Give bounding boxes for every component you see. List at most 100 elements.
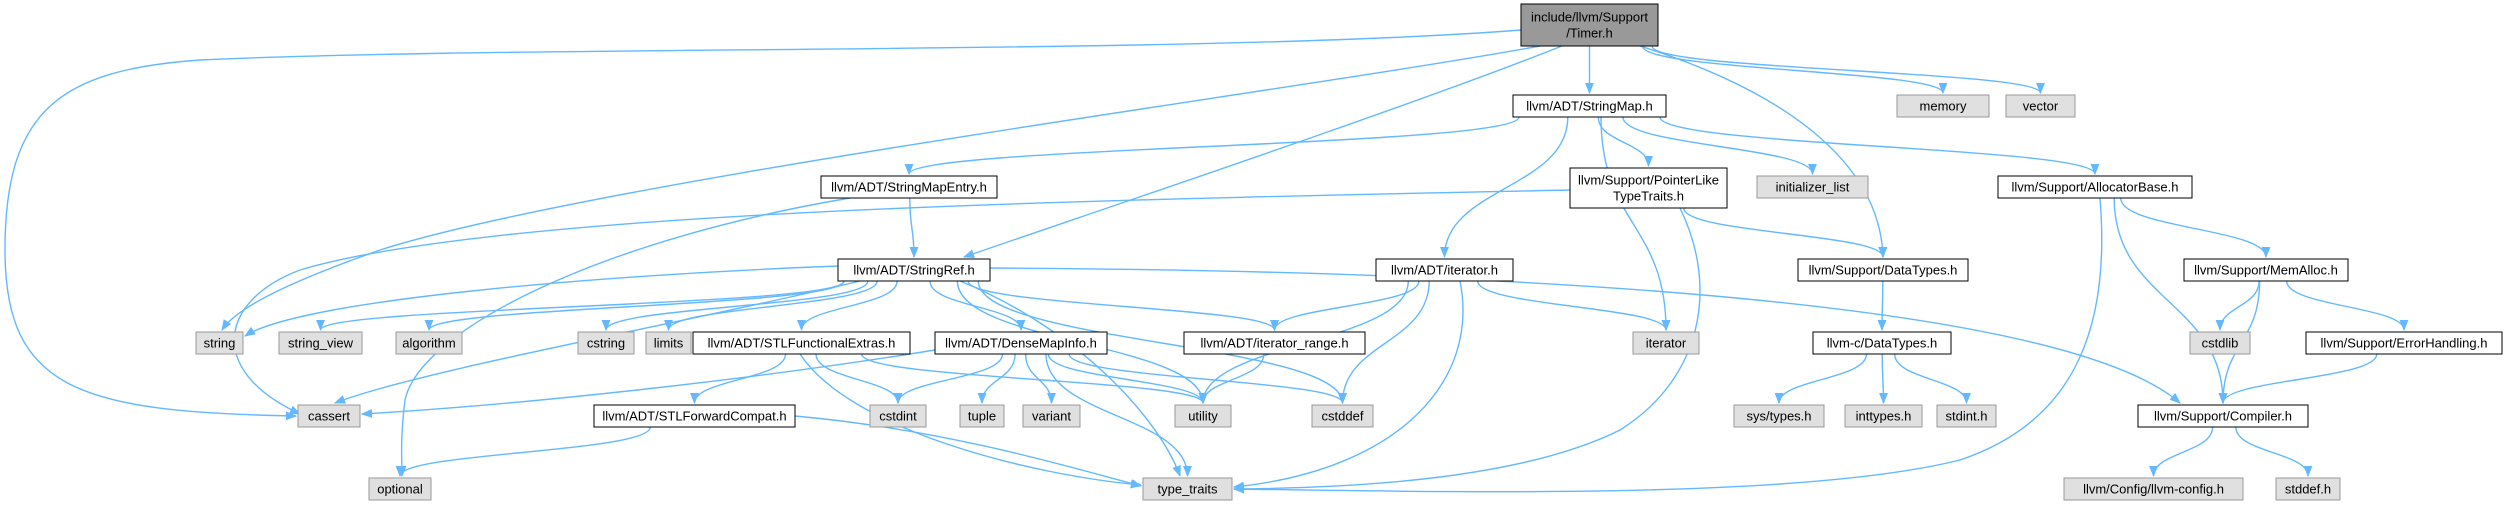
node-cstdlib: cstdlib — [2189, 331, 2251, 355]
edge-stringref-to-stlfunc — [797, 280, 898, 332]
node-label-memalloc: llvm/Support/MemAlloc.h — [2194, 263, 2338, 278]
node-box-stlfwd — [593, 404, 796, 428]
node-label-pointerlike-2: TypeTraits.h — [1613, 189, 1684, 204]
node-label-timer-1: include/llvm/Support — [1531, 10, 1648, 25]
edge-allocbase-to-compiler — [2113, 197, 2228, 405]
node-box-iteratorh — [1375, 258, 1514, 282]
node-box-cdatatypes — [1812, 331, 1952, 355]
edge-stringref-to-string_view — [316, 280, 845, 332]
node-memalloc[interactable]: llvm/Support/MemAlloc.h — [2183, 258, 2349, 282]
node-stringmapentry[interactable]: llvm/ADT/StringMapEntry.h — [820, 175, 998, 199]
node-vector: vector — [2005, 94, 2076, 118]
node-cassert: cassert — [297, 404, 361, 428]
edge-stringmap-to-pointerlike — [1597, 116, 1653, 168]
edge-timer-to-datatypes — [1639, 45, 1888, 259]
node-stdint: stdint.h — [1936, 404, 1997, 428]
node-label-llvmconfig: llvm/Config/llvm-config.h — [2083, 482, 2224, 497]
node-densemapinfo[interactable]: llvm/ADT/DenseMapInfo.h — [934, 331, 1108, 355]
edge-iteratorh-to-iterrange — [1270, 280, 1420, 332]
node-label-optional: optional — [377, 482, 423, 497]
edge-iterrange-to-utility — [1198, 353, 1265, 405]
node-label-stddef: stddef.h — [2285, 482, 2331, 497]
node-box-datatypes — [1797, 258, 1969, 282]
node-box-iterator — [1632, 331, 1700, 355]
node-box-densemapinfo — [934, 331, 1108, 355]
node-stringref[interactable]: llvm/ADT/StringRef.h — [837, 258, 991, 282]
node-box-utility — [1174, 404, 1232, 428]
node-iteratorh[interactable]: llvm/ADT/iterator.h — [1375, 258, 1514, 282]
edge-stringmap-to-allocbase — [1659, 116, 2100, 176]
node-label-string_view: string_view — [288, 336, 354, 351]
node-tuple: tuple — [959, 404, 1005, 428]
edge-stringmap-to-iterator — [1600, 116, 1671, 332]
dependency-edges — [4, 29, 2409, 494]
node-label-memory: memory — [1920, 99, 1967, 114]
edge-stlfunc-to-utility — [861, 353, 1208, 405]
node-cstddef: cstddef — [1311, 404, 1374, 428]
edge-stringmapentry-to-stringref — [909, 197, 919, 259]
edge-timer-to-stringref — [962, 45, 1563, 258]
node-box-tuple — [959, 404, 1005, 428]
node-label-errorhandling: llvm/Support/ErrorHandling.h — [2321, 336, 2488, 351]
edge-timer-to-memory — [1641, 45, 1948, 95]
node-label-cstddef: cstddef — [1322, 409, 1364, 424]
edge-stringref-to-iterrange — [967, 280, 1279, 332]
node-box-timer — [1520, 3, 1659, 47]
node-label-tuple: tuple — [968, 409, 996, 424]
node-label-string: string — [204, 336, 236, 351]
node-box-compiler — [2137, 404, 2309, 428]
edge-timer-to-vector — [1651, 45, 2045, 95]
node-label-compiler: llvm/Support/Compiler.h — [2154, 409, 2292, 424]
node-label-datatypes: llvm/Support/DataTypes.h — [1809, 263, 1958, 278]
node-errorhandling[interactable]: llvm/Support/ErrorHandling.h — [2305, 331, 2503, 355]
node-limits: limits — [645, 331, 692, 355]
node-box-stringmap — [1512, 94, 1667, 118]
edge-allocbase-to-typetraits — [1232, 197, 2103, 494]
edge-memalloc-to-errorhandling — [2286, 280, 2409, 332]
node-compiler[interactable]: llvm/Support/Compiler.h — [2137, 404, 2309, 428]
node-label-algorithm: algorithm — [402, 336, 455, 351]
node-inttypes: inttypes.h — [1844, 404, 1923, 428]
node-stlfunc[interactable]: llvm/ADT/STLFunctionalExtras.h — [692, 331, 911, 355]
node-stddef: stddef.h — [2275, 477, 2341, 501]
node-box-inttypes — [1844, 404, 1923, 428]
node-optional: optional — [368, 477, 432, 501]
node-label-typetraits: type_traits — [1158, 482, 1218, 497]
node-box-stdint — [1936, 404, 1997, 428]
node-box-memalloc — [2183, 258, 2349, 282]
node-label-cassert: cassert — [308, 409, 350, 424]
node-iterator: iterator — [1632, 331, 1700, 355]
node-stringmap[interactable]: llvm/ADT/StringMap.h — [1512, 94, 1667, 118]
node-variant: variant — [1022, 404, 1081, 428]
node-initlist: initializer_list — [1756, 175, 1869, 199]
edge-compiler-to-llvmconfig — [2149, 426, 2214, 478]
node-box-vector — [2005, 94, 2076, 118]
node-stlfwd[interactable]: llvm/ADT/STLForwardCompat.h — [593, 404, 796, 428]
node-label-cdatatypes: llvm-c/DataTypes.h — [1827, 336, 1938, 351]
node-timer[interactable]: include/llvm/Support/Timer.h — [1520, 3, 1659, 47]
node-cstring: cstring — [577, 331, 635, 355]
edge-errorhandling-to-compiler — [2218, 353, 2378, 405]
edge-stringref-to-compiler — [989, 267, 2181, 404]
node-label-utility: utility — [1188, 409, 1218, 424]
node-utility: utility — [1174, 404, 1232, 428]
node-label-cstdint: cstdint — [879, 409, 917, 424]
node-datatypes[interactable]: llvm/Support/DataTypes.h — [1797, 258, 1969, 282]
node-label-allocbase: llvm/Support/AllocatorBase.h — [2012, 180, 2179, 195]
node-box-typetraits — [1142, 477, 1233, 501]
node-box-variant — [1022, 404, 1081, 428]
node-cdatatypes[interactable]: llvm-c/DataTypes.h — [1812, 331, 1952, 355]
node-label-iterator: iterator — [1646, 336, 1687, 351]
node-allocbase[interactable]: llvm/Support/AllocatorBase.h — [1997, 175, 2193, 199]
edge-densemapinfo-to-cassert — [360, 349, 936, 418]
node-string: string — [195, 331, 244, 355]
edge-stlfunc-to-stlfwd — [690, 353, 787, 405]
node-box-algorithm — [395, 331, 463, 355]
node-label-cstdlib: cstdlib — [2202, 336, 2239, 351]
node-box-string_view — [278, 331, 363, 355]
node-iterrange[interactable]: llvm/ADT/iterator_range.h — [1183, 331, 1366, 355]
edge-cdatatypes-to-stdint — [1894, 353, 1971, 405]
node-label-stringmapentry: llvm/ADT/StringMapEntry.h — [831, 180, 987, 195]
edge-iteratorh-to-iterator — [1477, 280, 1671, 332]
